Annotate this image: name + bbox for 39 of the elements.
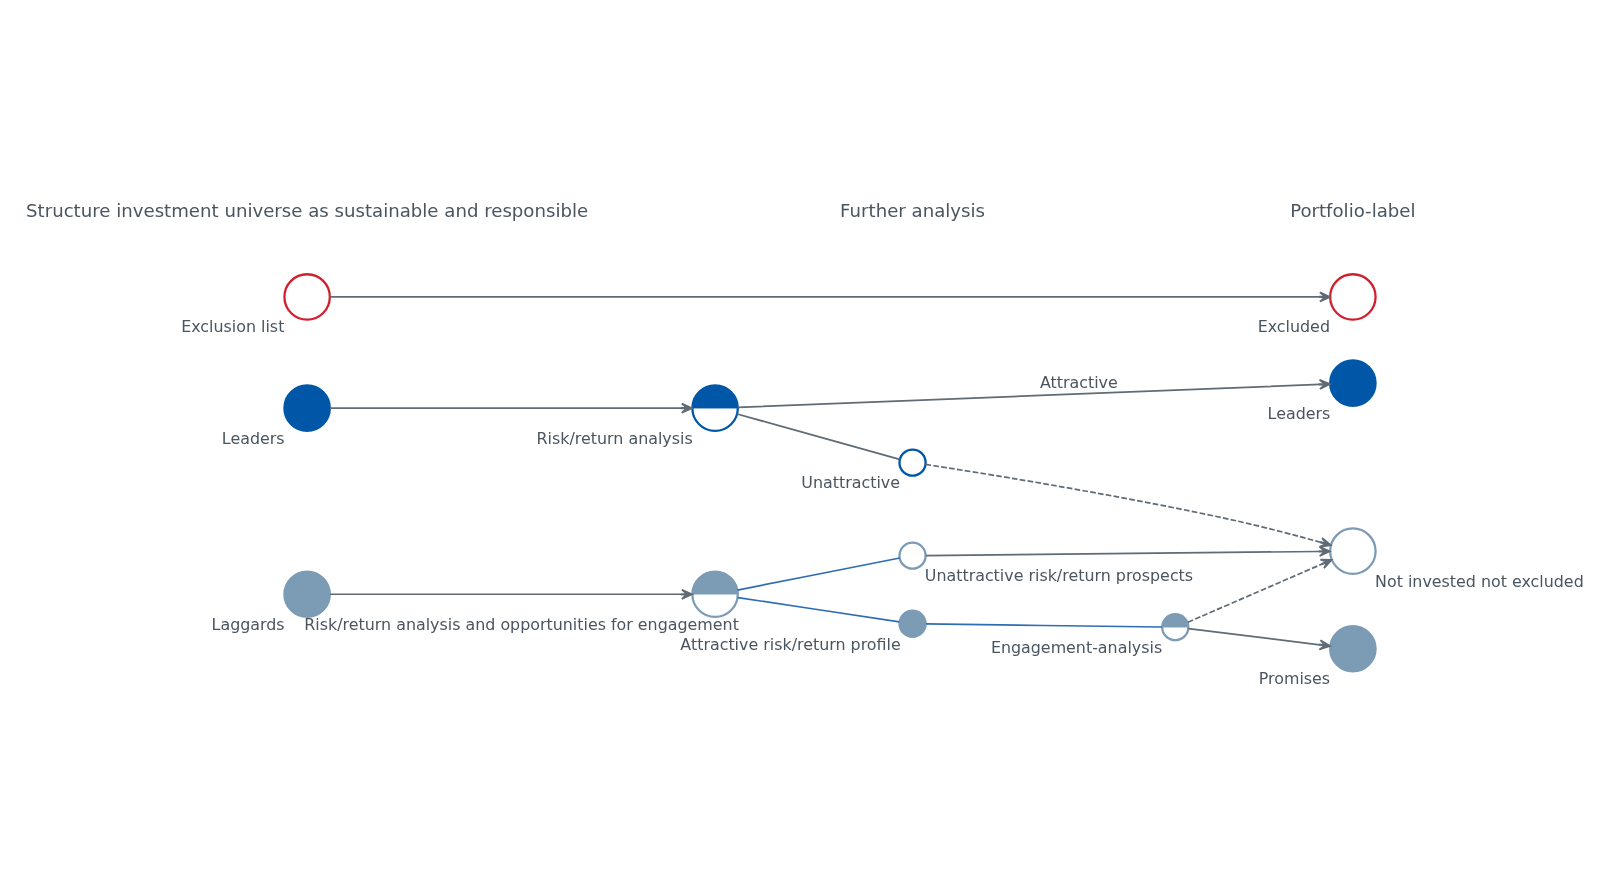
node-circle bbox=[283, 384, 331, 432]
node-circle bbox=[1329, 624, 1377, 673]
node-label: Leaders bbox=[221, 428, 285, 448]
node-label: Unattractive bbox=[801, 473, 901, 493]
arrow bbox=[1187, 558, 1333, 624]
node-circle bbox=[898, 541, 927, 570]
node-circle bbox=[898, 609, 927, 638]
node-label: Engagement-analysis bbox=[990, 637, 1163, 657]
connector bbox=[925, 623, 1163, 628]
node-circle bbox=[1329, 527, 1377, 575]
arrow bbox=[329, 588, 693, 600]
node-label: Exclusion list bbox=[181, 317, 285, 337]
node-label: Promises bbox=[1258, 669, 1331, 689]
arrow bbox=[737, 379, 1331, 409]
node-label: Risk/return analysis and opportunities for engagement bbox=[304, 614, 739, 634]
node-label: Unattractive risk/return prospects bbox=[924, 566, 1194, 586]
label: Structure investment universe as sustainable and responsible bbox=[26, 200, 589, 222]
arrow bbox=[924, 463, 1332, 548]
node-label: Attractive risk/return profile bbox=[680, 634, 901, 654]
arrow bbox=[329, 291, 1331, 303]
node-label: Excluded bbox=[1257, 317, 1330, 337]
arrow bbox=[925, 546, 1331, 557]
node-circle bbox=[1329, 273, 1377, 321]
connector bbox=[736, 413, 901, 461]
connector bbox=[736, 557, 901, 591]
edge-label: Attractive bbox=[1039, 372, 1118, 392]
connector bbox=[737, 596, 901, 623]
node-label: Risk/return analysis bbox=[536, 428, 693, 448]
node-circle bbox=[898, 448, 927, 477]
node-circle bbox=[283, 570, 331, 619]
node-label: Leaders bbox=[1267, 403, 1331, 423]
arrow bbox=[1187, 627, 1331, 651]
node-circle bbox=[1329, 359, 1377, 408]
node-label: Not invested not excluded bbox=[1375, 571, 1584, 591]
label: Portfolio-label bbox=[1290, 200, 1416, 222]
arrow bbox=[329, 402, 693, 414]
node-label: Laggards bbox=[211, 614, 285, 634]
label: Further analysis bbox=[840, 200, 985, 222]
node-circle bbox=[283, 273, 331, 321]
